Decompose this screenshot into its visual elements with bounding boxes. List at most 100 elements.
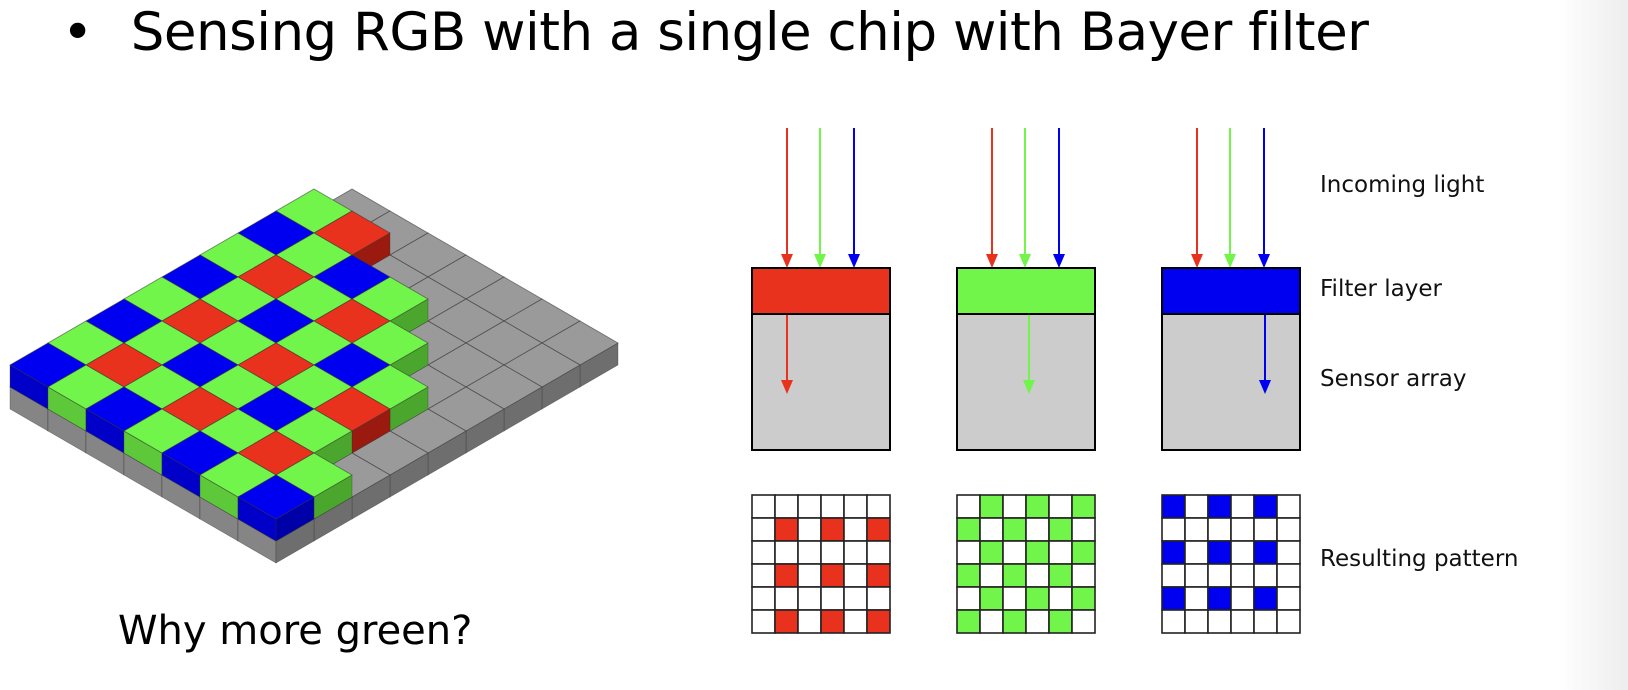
pattern-cell (1071, 494, 1096, 519)
sensor-array-box (751, 313, 891, 451)
label-resulting-pattern: Resulting pattern (1320, 546, 1519, 572)
arrowhead (1224, 254, 1236, 268)
pattern-cell (797, 517, 822, 542)
filter-column-blue (1161, 128, 1301, 634)
pattern-cell (1161, 517, 1186, 542)
pattern-cell (797, 609, 822, 634)
pattern-cell (1025, 563, 1050, 588)
pattern-cell (843, 563, 868, 588)
pattern-cell (843, 517, 868, 542)
question-text: Why more green? (118, 608, 473, 654)
label-incoming-light: Incoming light (1320, 172, 1485, 198)
pattern-cell (1048, 586, 1073, 611)
pattern-cell (979, 609, 1004, 634)
pattern-cell (1184, 540, 1209, 565)
pattern-cell (1207, 494, 1232, 519)
pattern-cell (1207, 563, 1232, 588)
pattern-cell (820, 563, 845, 588)
pattern-cell (1253, 563, 1278, 588)
pattern-cell (956, 563, 981, 588)
pattern-cell (1161, 494, 1186, 519)
pattern-cell (1253, 609, 1278, 634)
pattern-cell (1207, 540, 1232, 565)
pattern-cell (1276, 517, 1301, 542)
label-filter-layer: Filter layer (1320, 276, 1442, 302)
pattern-cell (956, 494, 981, 519)
pattern-cell (1276, 586, 1301, 611)
sensor-array-box (1161, 313, 1301, 451)
pattern-cell (1230, 517, 1255, 542)
pattern-cell (774, 586, 799, 611)
pattern-cell (751, 540, 776, 565)
pattern-cell (1025, 609, 1050, 634)
filter-layer-box (956, 267, 1096, 315)
pattern-cell (1276, 494, 1301, 519)
arrowhead (1023, 380, 1035, 394)
pattern-cell (1207, 586, 1232, 611)
pattern-cell (956, 517, 981, 542)
pattern-cell (1002, 540, 1027, 565)
pattern-cell (1025, 494, 1050, 519)
pattern-cell (1276, 563, 1301, 588)
pattern-cell (1025, 517, 1050, 542)
pattern-cell (866, 540, 891, 565)
pattern-cell (1161, 609, 1186, 634)
label-sensor-array: Sensor array (1320, 366, 1467, 392)
pattern-cell (797, 540, 822, 565)
arrowhead (986, 254, 998, 268)
pattern-cell (774, 563, 799, 588)
pattern-cell (1230, 494, 1255, 519)
pattern-cell (1002, 586, 1027, 611)
pattern-cell (1230, 609, 1255, 634)
pattern-cell (797, 563, 822, 588)
bayer-mosaic-illustration (9, 188, 619, 564)
pattern-cell (979, 540, 1004, 565)
pattern-cell (1184, 494, 1209, 519)
pattern-cell (956, 586, 981, 611)
pattern-cell (820, 609, 845, 634)
pattern-cell (797, 494, 822, 519)
pattern-cell (1161, 540, 1186, 565)
pattern-cell (866, 586, 891, 611)
filter-layer-box (1161, 267, 1301, 315)
arrowhead (1053, 254, 1065, 268)
filter-column-red (751, 128, 891, 634)
pattern-cell (1253, 517, 1278, 542)
pattern-cell (1184, 517, 1209, 542)
pattern-cell (797, 586, 822, 611)
pattern-cell (1276, 609, 1301, 634)
pattern-cell (1184, 586, 1209, 611)
pattern-cell (1161, 586, 1186, 611)
pattern-cell (866, 563, 891, 588)
arrowhead (1019, 254, 1031, 268)
pattern-cell (1230, 540, 1255, 565)
pattern-cell (1071, 609, 1096, 634)
pattern-cell (866, 517, 891, 542)
arrowhead (781, 380, 793, 394)
pattern-cell (751, 586, 776, 611)
pattern-cell (1253, 494, 1278, 519)
pattern-cell (751, 609, 776, 634)
pattern-cell (866, 494, 891, 519)
pattern-cell (979, 517, 1004, 542)
pattern-cell (843, 586, 868, 611)
filter-column-green (956, 128, 1096, 634)
pattern-cell (1025, 540, 1050, 565)
pattern-cell (1002, 517, 1027, 542)
pattern-cell (1276, 540, 1301, 565)
pattern-cell (1230, 563, 1255, 588)
pattern-cell (1207, 609, 1232, 634)
pattern-cell (1207, 517, 1232, 542)
pattern-cell (1071, 586, 1096, 611)
pattern-cell (1002, 563, 1027, 588)
pattern-cell (751, 563, 776, 588)
cube-top-face (237, 474, 315, 520)
pattern-cell (956, 609, 981, 634)
pattern-cell (1184, 609, 1209, 634)
bullet: • (62, 2, 93, 63)
pattern-cell (1071, 563, 1096, 588)
pattern-cell (1048, 609, 1073, 634)
pattern-cell (1184, 563, 1209, 588)
pattern-cell (1253, 586, 1278, 611)
